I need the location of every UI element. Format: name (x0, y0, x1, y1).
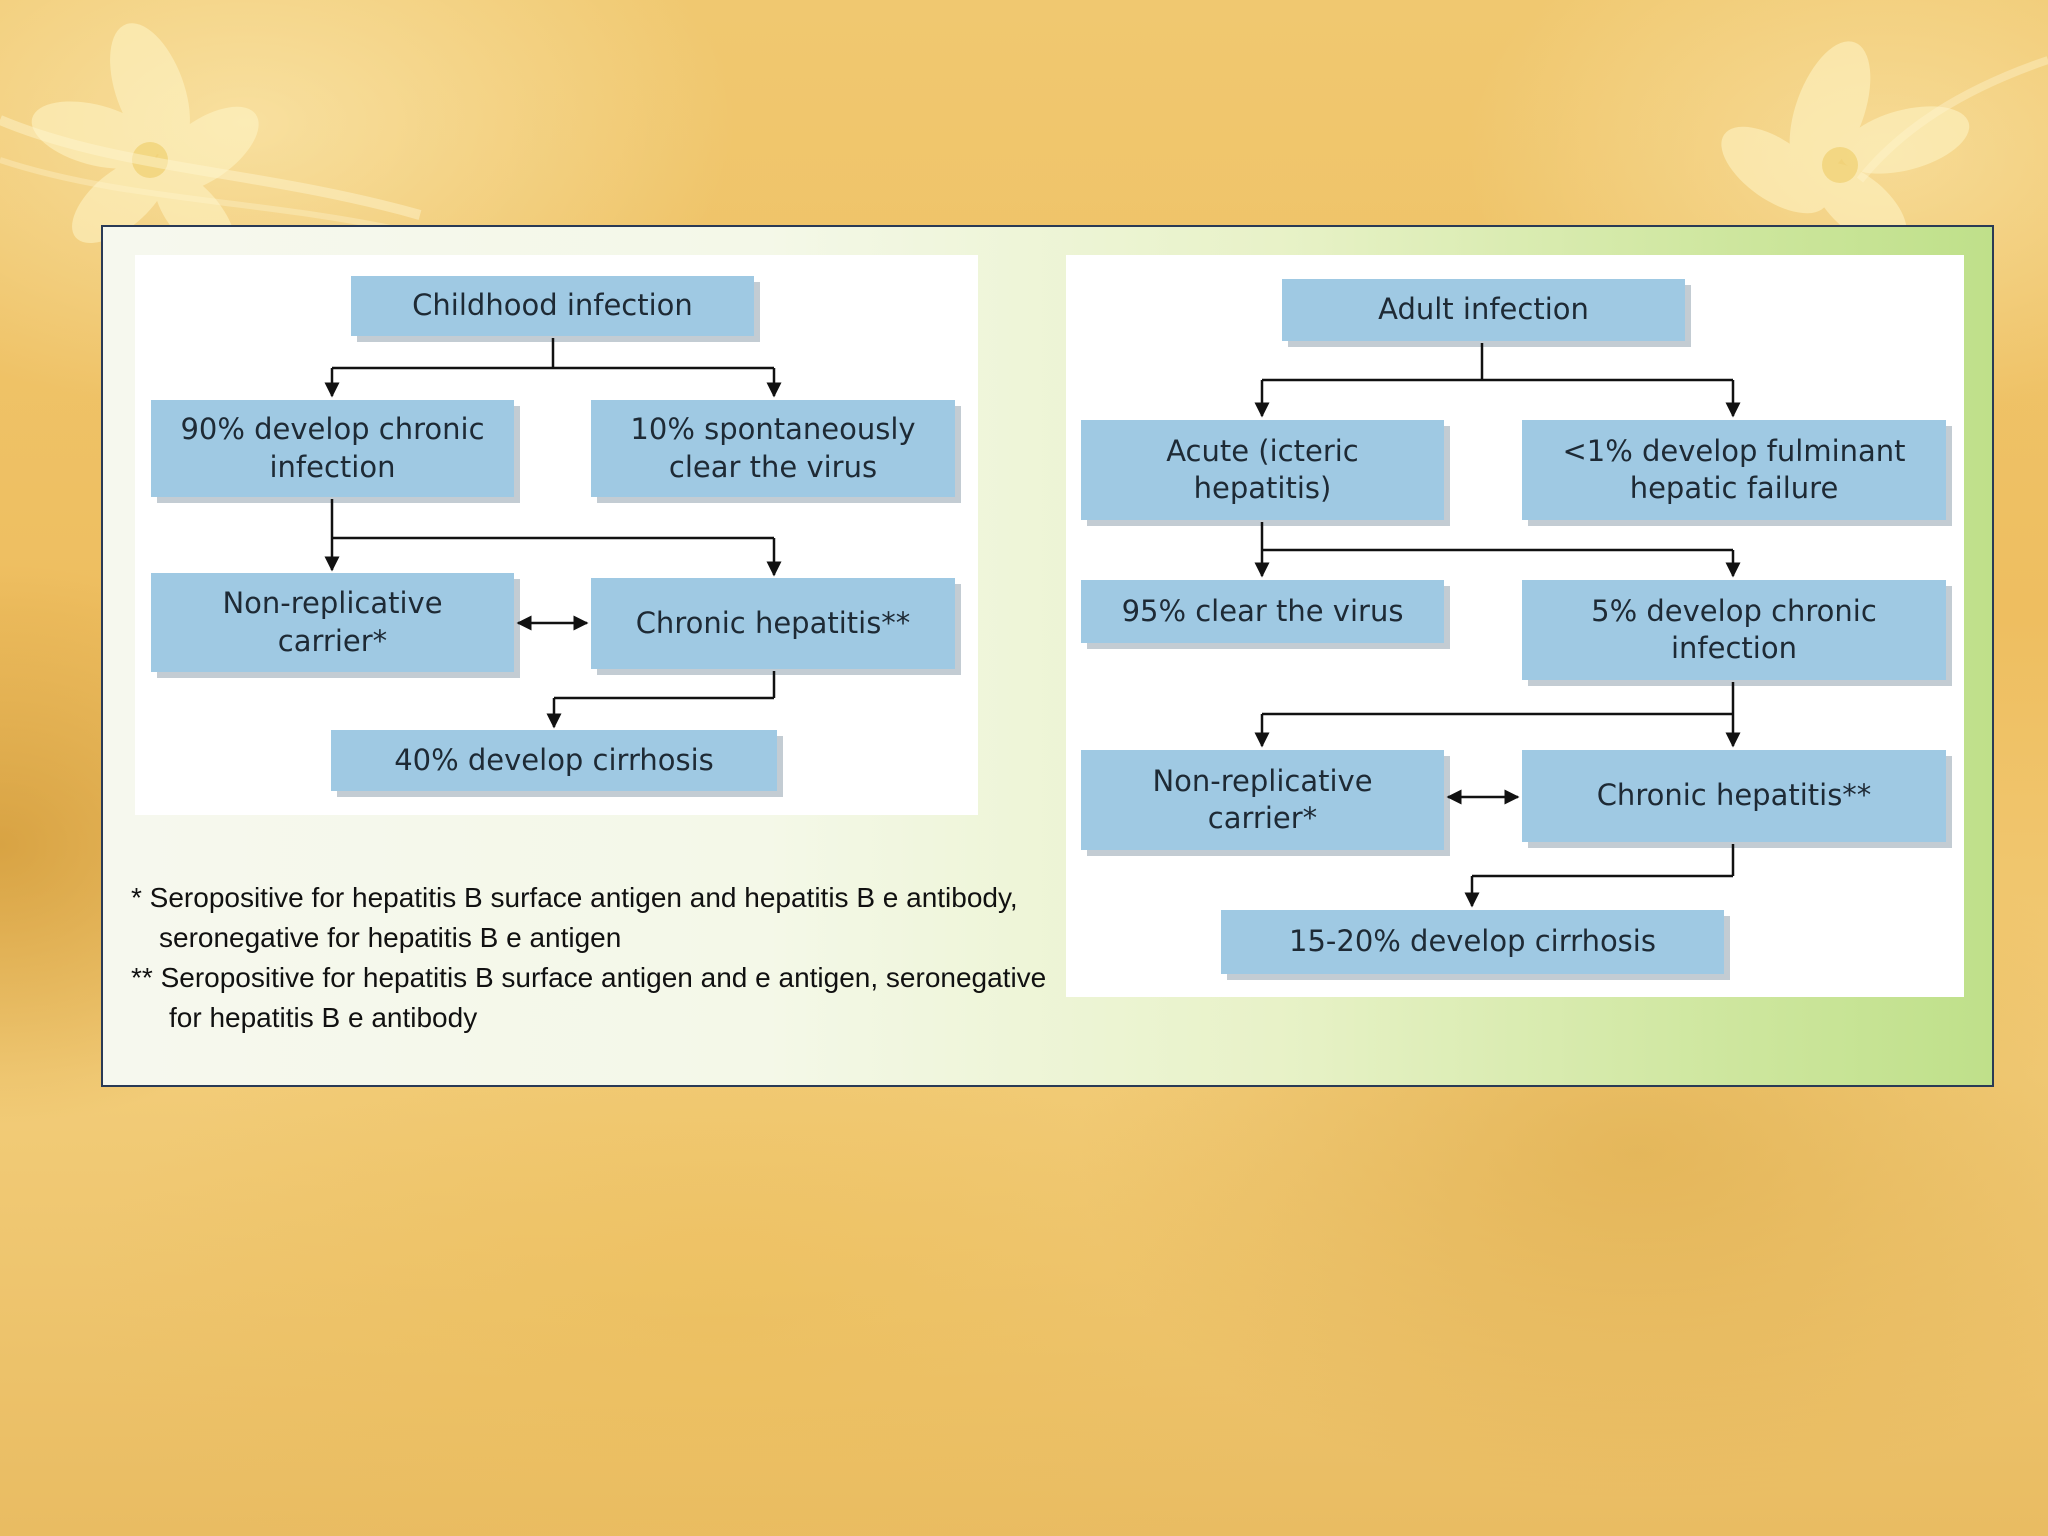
childhood-infection-box: Childhood infection (351, 276, 754, 336)
cirrhosis-40-box: 40% develop cirrhosis (331, 730, 777, 791)
chronic-infection-5-box: 5% develop chronic infection (1522, 580, 1946, 680)
footnote-single-asterisk: * Seropositive for hepatitis B surface a… (131, 882, 1018, 953)
chronic-infection-90-box: 90% develop chronic infection (151, 400, 514, 497)
adult-infection-box: Adult infection (1282, 279, 1685, 341)
clear-virus-95-box: 95% clear the virus (1081, 580, 1444, 643)
cirrhosis-15-20-box: 15-20% develop cirrhosis (1221, 910, 1724, 974)
right-non-replicative-carrier-box: Non-replicative carrier* (1081, 750, 1444, 850)
right-chronic-hepatitis-box: Chronic hepatitis** (1522, 750, 1946, 842)
footnote-double-asterisk: ** Seropositive for hepatitis B surface … (131, 962, 1047, 1033)
footnotes: * Seropositive for hepatitis B surface a… (131, 878, 1081, 1038)
chronic-hepatitis-box: Chronic hepatitis** (591, 578, 955, 669)
acute-icteric-hepatitis-box: Acute (icteric hepatitis) (1081, 420, 1444, 520)
non-replicative-carrier-box: Non-replicative carrier* (151, 573, 514, 672)
spontaneous-clear-10-box: 10% spontaneously clear the virus (591, 400, 955, 497)
fulminant-failure-box: <1% develop fulminant hepatic failure (1522, 420, 1946, 520)
